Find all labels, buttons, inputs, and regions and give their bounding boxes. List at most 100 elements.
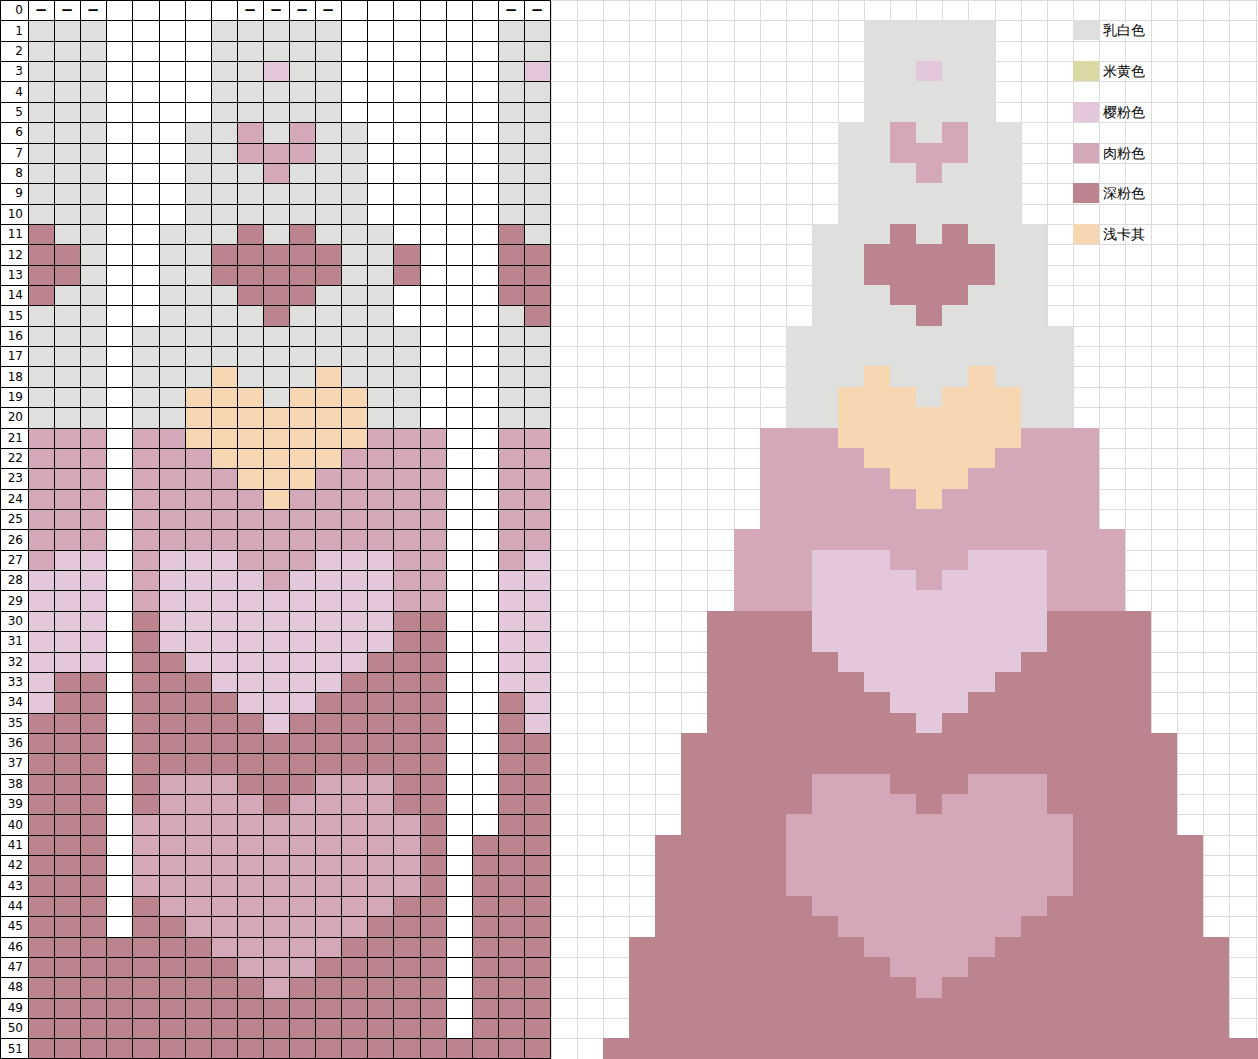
pixel-cell [734,835,760,855]
chart-cell [80,326,106,346]
pixel-cell [1151,916,1177,937]
row-number: 33 [0,676,23,688]
chart-cell [28,957,54,977]
pixel-cell [942,998,968,1018]
pixel-cell [786,957,812,977]
pixel-cell [681,814,707,835]
chart-cell [28,590,54,611]
pixel-cell [760,448,786,468]
pixel-cell [864,814,890,835]
pixel-cell [760,916,786,937]
chart-cell [80,794,106,814]
chart-cell [341,366,367,387]
chart-cell [393,326,420,346]
chart-cell [211,896,237,916]
pixel-cell [916,814,942,835]
pixel-cell [968,102,995,122]
pixel-cell [916,753,942,774]
chart-cell [420,652,446,672]
pixel-cell [864,224,890,244]
pixel-cell [864,692,890,713]
chart-cell [211,61,237,81]
pixel-cell [838,509,864,529]
chart-cell [159,835,185,855]
chart-cell [289,244,315,265]
chart-cell [80,122,106,143]
pixel-cell [603,1038,629,1059]
pixel-cell [838,998,864,1018]
chart-cell [211,855,237,875]
pixel-cell [864,1018,890,1038]
pixel-cell [995,570,1021,590]
chart-cell [289,692,315,713]
pixel-cell [812,468,838,489]
pixel-cell [864,265,890,285]
chart-cell [341,163,367,183]
chart-cell [498,977,524,998]
chart-cell [54,590,80,611]
chart-cell [367,692,393,713]
chart-cell [28,102,54,122]
chart-cell [289,774,315,794]
chart-cell [341,122,367,143]
chart-cell [341,835,367,855]
chart-cell [237,550,263,570]
pixel-cell [968,428,995,448]
chart-cell [289,489,315,509]
pixel-cell [995,957,1021,977]
chart-cell [80,509,106,529]
pixel-cell [1073,957,1099,977]
chart-cell [367,529,393,550]
chart-cell [289,733,315,753]
pixel-cell [916,631,942,652]
pixel-cell [968,326,995,346]
pixel-cell [1125,733,1151,753]
chart-cell [237,529,263,550]
chart-cell [498,814,524,835]
chart-cell [237,855,263,875]
chart-cell [341,183,367,204]
chart-cell [185,285,211,305]
chart-cell [185,835,211,855]
chart-cell [132,937,159,957]
chart-cell [420,611,446,631]
pixel-cell [942,509,968,529]
chart-cell [159,448,185,468]
chart-cell [106,998,132,1018]
chart-cell [263,428,289,448]
chart-cell [185,265,211,285]
pixel-cell [916,529,942,550]
chart-cell [80,163,106,183]
chart-cell [315,102,341,122]
chart-cell [159,590,185,611]
chart-cell [54,163,80,183]
chart-cell [263,163,289,183]
pixel-cell [968,122,995,143]
pixel-cell [734,672,760,692]
chart-cell [211,468,237,489]
chart-cell [393,774,420,794]
pixel-cell [1047,672,1073,692]
pixel-cell [890,652,916,672]
chart-cell [524,81,550,102]
chart-cell [185,509,211,529]
pixel-cell [838,590,864,611]
chart-cell [28,896,54,916]
chart-cell [159,631,185,652]
chart-cell [263,713,289,733]
chart-cell [54,448,80,468]
pixel-cell [968,305,995,326]
stitch-symbol: − [263,3,289,18]
pixel-cell [812,529,838,550]
chart-cell [393,611,420,631]
pixel-cell [968,611,995,631]
chart-cell [420,937,446,957]
chart-cell [54,346,80,366]
chart-cell [159,428,185,448]
pixel-cell [681,937,707,957]
chart-cell [54,20,80,41]
chart-cell [54,122,80,143]
pixel-cell [1177,835,1203,855]
pixel-cell [995,387,1021,407]
pixel-cell [1047,631,1073,652]
